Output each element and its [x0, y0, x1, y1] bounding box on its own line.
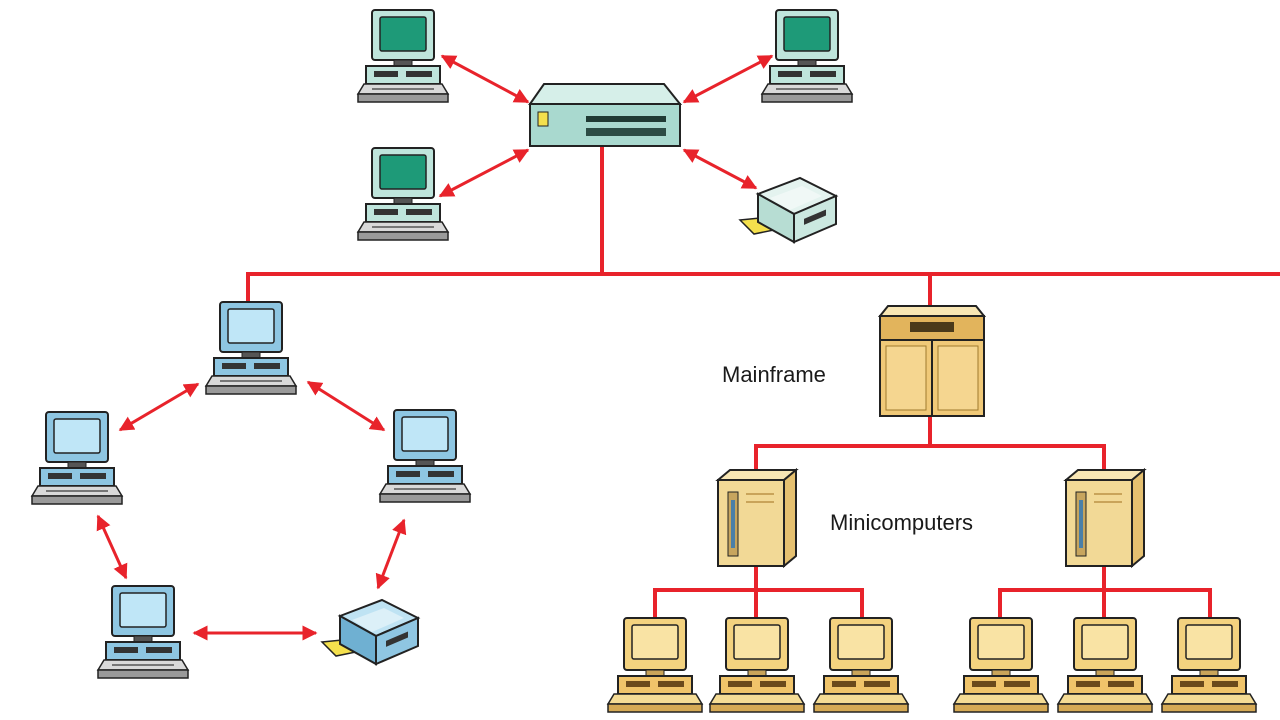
ring-workstation-bottom [97, 585, 189, 679]
arrow-hub-ml [438, 148, 530, 198]
minicomputers-label: Minicomputers [830, 510, 973, 535]
workstation-top-left [357, 9, 449, 103]
terminal-right-3 [1161, 617, 1257, 713]
terminal-right-1 [953, 617, 1049, 713]
arrow-ring-2 [306, 380, 386, 432]
terminal-left-2 [709, 617, 805, 713]
terminals-left [607, 617, 909, 713]
minicomputer-left [717, 469, 797, 567]
arrow-hub-printer [682, 148, 758, 190]
ring-workstation-top [205, 301, 297, 395]
network-lines [246, 146, 1280, 620]
printer-ring [321, 599, 419, 665]
mainframe-label: Mainframe [722, 362, 826, 387]
terminal-left-1 [607, 617, 703, 713]
ring-workstations [31, 301, 471, 679]
ring-workstation-left [31, 411, 123, 505]
arrow-ring-4 [375, 518, 407, 590]
network-hub [528, 83, 683, 147]
minicomputer-right [1065, 469, 1145, 567]
arrow-hub-tr [682, 54, 774, 104]
terminal-right-2 [1057, 617, 1153, 713]
ring-workstation-right [379, 409, 471, 503]
mainframe [877, 305, 987, 417]
arrow-hub-tl [440, 54, 530, 104]
workstation-top-right [761, 9, 853, 103]
terminals-right [953, 617, 1257, 713]
terminal-left-3 [813, 617, 909, 713]
workstation-mid-left [357, 147, 449, 241]
connection-arrows [96, 54, 774, 641]
arrow-ring-3 [96, 514, 128, 580]
arrow-ring-1 [118, 382, 200, 432]
